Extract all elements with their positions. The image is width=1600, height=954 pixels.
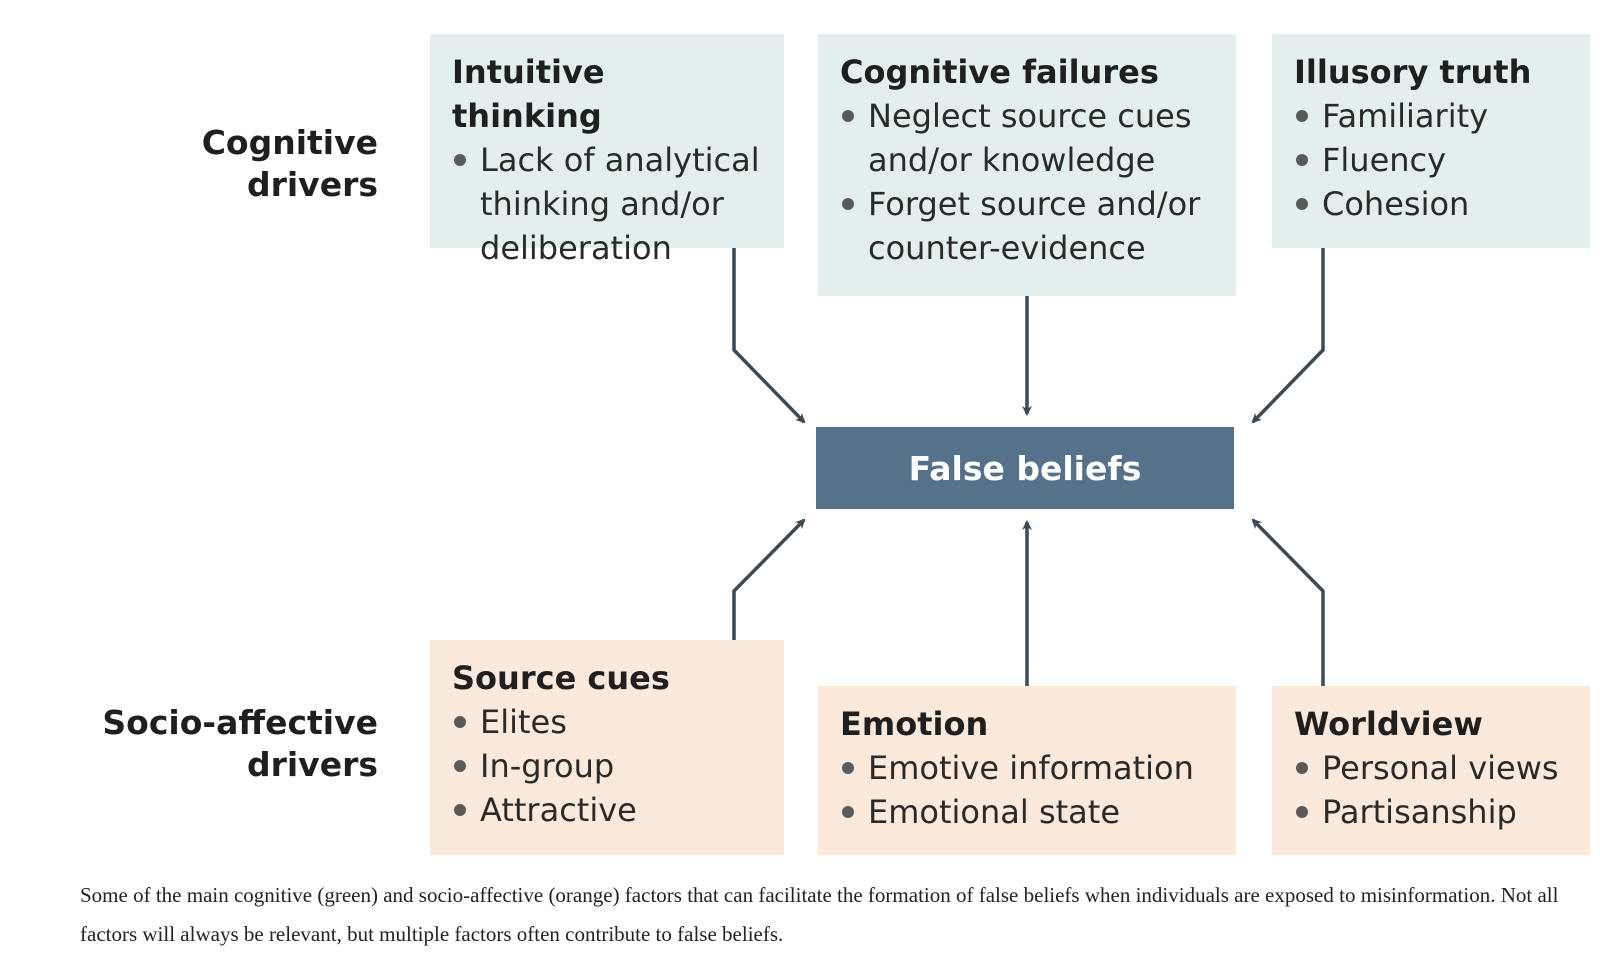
arrow-illusory-truth-to-false-beliefs [1251, 248, 1325, 424]
bullet-icon [454, 804, 466, 816]
bullet-icon [842, 110, 854, 122]
list-item-text: Partisanship [1322, 793, 1517, 831]
list-item: Attractive [452, 788, 764, 832]
box-title: Intuitive thinking [452, 53, 605, 135]
arrow-source-cues-to-false-beliefs [732, 518, 806, 640]
list-item: Forget source and/or counter-evidence [840, 182, 1216, 270]
bullet-icon [454, 716, 466, 728]
list-item: Fluency [1294, 138, 1570, 182]
list-item-text: Neglect source cues and/or knowledge [868, 97, 1192, 179]
source-cues-box: Source cues Elites In-group Attractive [430, 640, 784, 855]
box-title: Emotion [840, 705, 989, 743]
list-item: Emotional state [840, 790, 1216, 834]
socio-affective-label-line-2: drivers [246, 745, 378, 784]
emotion-box: Emotion Emotive information Emotional st… [818, 686, 1236, 855]
cognitive-drivers-label: Cognitive drivers [201, 123, 378, 204]
list-item-text: Cohesion [1322, 185, 1470, 223]
list-item-text: Attractive [480, 791, 637, 829]
list-item-text: Fluency [1322, 141, 1447, 179]
box-title: Source cues [452, 659, 670, 697]
list-item: Partisanship [1294, 790, 1570, 834]
box-title: Illusory truth [1294, 53, 1532, 91]
box-title: Worldview [1294, 705, 1483, 743]
false-beliefs-label: False beliefs [908, 448, 1142, 488]
intuitive-thinking-box: Intuitive thinking Lack of analytical th… [430, 34, 784, 267]
bullet-icon [842, 806, 854, 818]
bullet-icon [454, 154, 466, 166]
bullet-icon [1296, 762, 1308, 774]
bullet-icon [842, 198, 854, 210]
bullet-icon [1296, 198, 1308, 210]
list-item: Personal views [1294, 746, 1570, 790]
bullet-icon [842, 762, 854, 774]
cognitive-failures-box: Cognitive failures Neglect source cues a… [818, 34, 1236, 296]
illusory-truth-box: Illusory truth Familiarity Fluency Cohes… [1272, 34, 1590, 248]
list-item: Familiarity [1294, 94, 1570, 138]
list-item-text: In-group [480, 747, 615, 785]
list-item: Elites [452, 700, 764, 744]
bullet-icon [1296, 110, 1308, 122]
arrow-worldview-to-false-beliefs [1251, 518, 1325, 686]
false-beliefs-box: False beliefs [816, 427, 1234, 509]
list-item: In-group [452, 744, 764, 788]
list-item: Cohesion [1294, 182, 1570, 226]
socio-affective-drivers-label: Socio-affective drivers [60, 702, 378, 786]
list-item-text: Personal views [1322, 749, 1559, 787]
bullet-icon [1296, 806, 1308, 818]
list-item: Emotive information [840, 746, 1216, 790]
list-item: Lack of analytical thinking and/or delib… [452, 138, 764, 270]
figure-caption: Some of the main cognitive (green) and s… [80, 883, 1559, 946]
list-item-text: Emotional state [868, 793, 1120, 831]
list-item-text: Elites [480, 703, 567, 741]
socio-affective-label-line-1: Socio-affective [102, 703, 378, 742]
arrow-intuitive-to-false-beliefs [732, 248, 806, 424]
box-title: Cognitive failures [840, 53, 1159, 91]
list-item-text: Familiarity [1322, 97, 1489, 135]
worldview-box: Worldview Personal views Partisanship [1272, 686, 1590, 855]
bullet-icon [1296, 154, 1308, 166]
list-item: Neglect source cues and/or knowledge [840, 94, 1216, 182]
list-item-text: Forget source and/or counter-evidence [868, 185, 1201, 267]
list-item-text: Lack of analytical thinking and/or delib… [480, 141, 760, 267]
list-item-text: Emotive information [868, 749, 1194, 787]
bullet-icon [454, 760, 466, 772]
